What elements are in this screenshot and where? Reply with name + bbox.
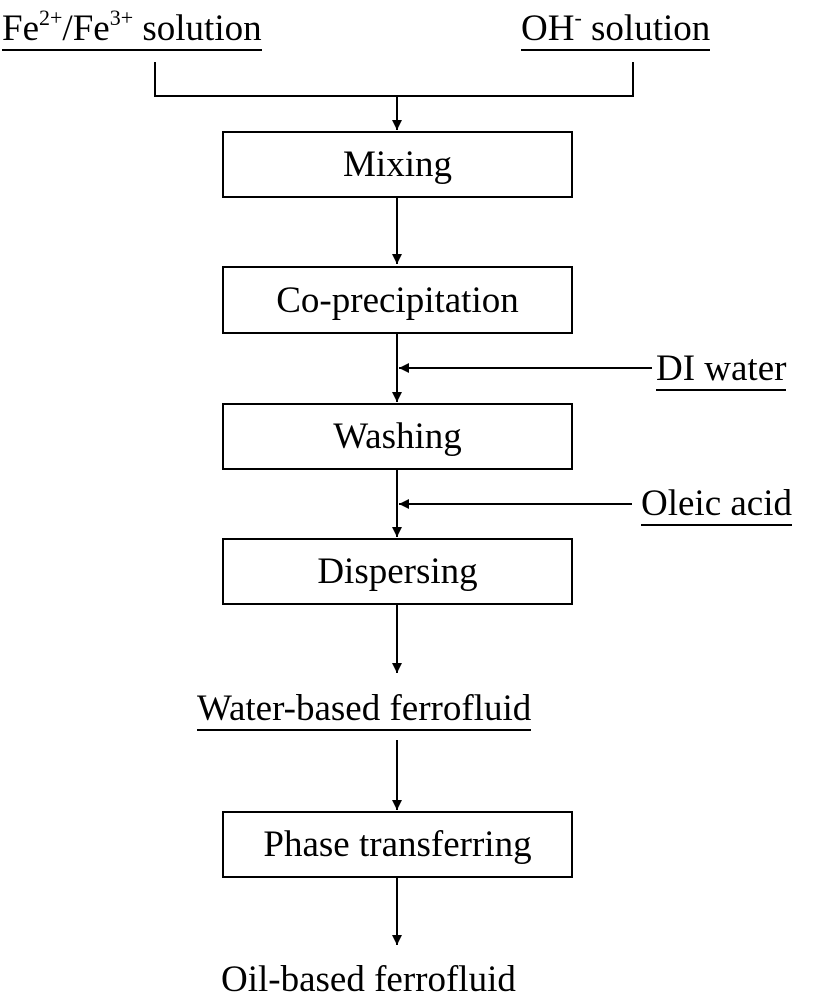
hydroxide-symbol: OH bbox=[521, 8, 575, 49]
iron-solution-label: Fe2+/Fe3+ solution bbox=[2, 7, 262, 51]
iron-symbol-b: /Fe bbox=[62, 8, 110, 49]
step-phase-transferring: Phase transferring bbox=[222, 811, 573, 878]
iron-charge-b: 3+ bbox=[109, 5, 134, 30]
hydroxide-solution-word: solution bbox=[581, 8, 711, 49]
step-washing: Washing bbox=[222, 403, 573, 470]
iron-charge-a: 2+ bbox=[39, 5, 63, 30]
hydroxide-solution-label: OH- solution bbox=[521, 7, 711, 51]
iron-solution-word: solution bbox=[133, 8, 262, 49]
water-based-ferrofluid-label: Water-based ferrofluid bbox=[197, 688, 532, 731]
step-mixing: Mixing bbox=[222, 131, 573, 198]
merge-connector bbox=[154, 62, 634, 97]
oil-based-ferrofluid-label: Oil-based ferrofluid bbox=[221, 959, 516, 1000]
step-coprecipitation: Co-precipitation bbox=[222, 266, 573, 334]
hydroxide-charge: - bbox=[574, 5, 582, 30]
step-dispersing: Dispersing bbox=[222, 538, 573, 605]
oleic-acid-label: Oleic acid bbox=[641, 483, 792, 526]
di-water-label: DI water bbox=[656, 348, 787, 391]
iron-symbol-a: Fe bbox=[2, 8, 39, 49]
